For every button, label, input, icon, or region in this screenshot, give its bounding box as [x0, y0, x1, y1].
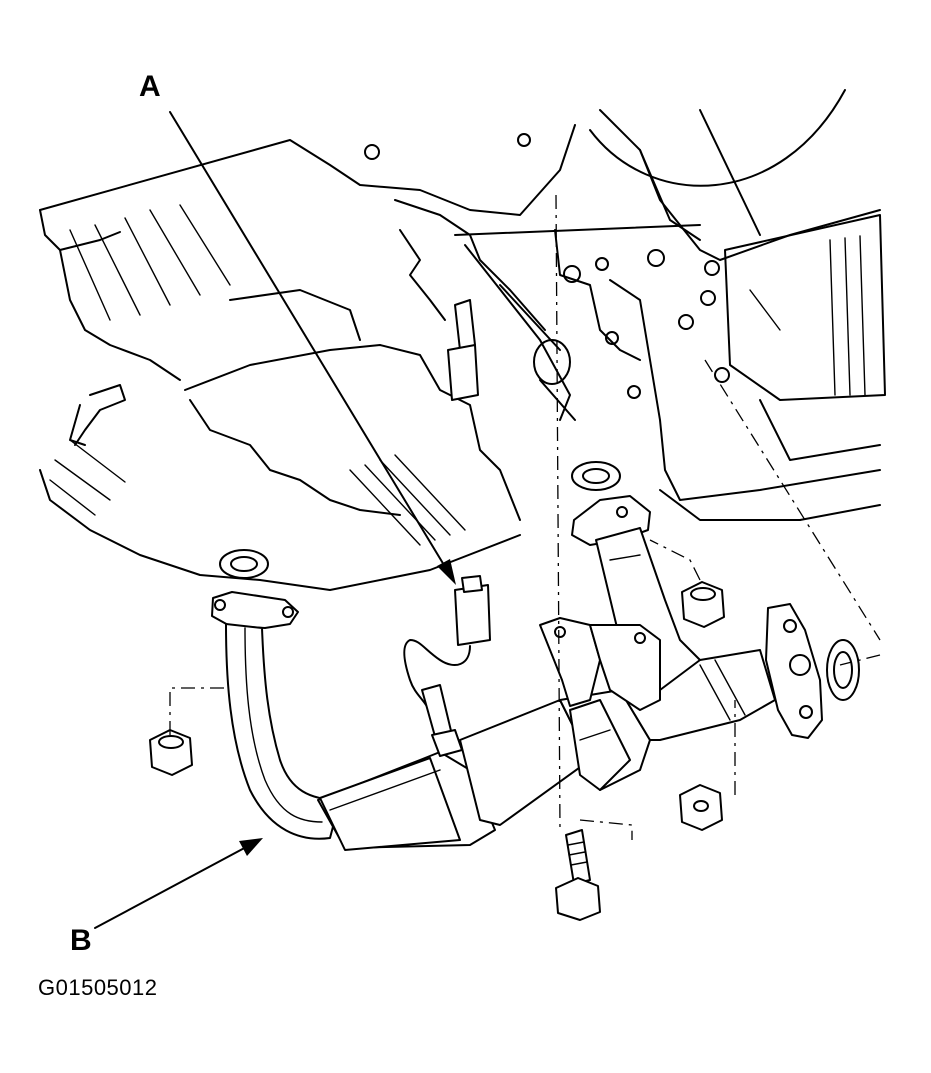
- catalytic-converter: [317, 649, 776, 851]
- oxygen-sensor: [403, 575, 491, 757]
- vehicle-underbody: [39, 89, 886, 591]
- callout-a-label: A: [139, 70, 161, 103]
- left-downpipe: [211, 591, 341, 840]
- gaskets: [219, 461, 860, 701]
- nut-right-lower: [679, 784, 723, 831]
- bracket: [539, 617, 661, 711]
- figure-id: G01505012: [38, 975, 158, 1000]
- leader-a: [169, 111, 456, 585]
- alignment-lines: [169, 194, 881, 840]
- callout-b-label: B: [70, 924, 92, 957]
- bolt: [555, 829, 601, 921]
- leader-b: [94, 838, 263, 929]
- fasteners: [149, 581, 725, 921]
- nut-left: [149, 729, 193, 776]
- upper-right-pipe: [571, 495, 701, 691]
- nut-right-upper: [681, 581, 725, 628]
- rear-flange: [765, 603, 823, 739]
